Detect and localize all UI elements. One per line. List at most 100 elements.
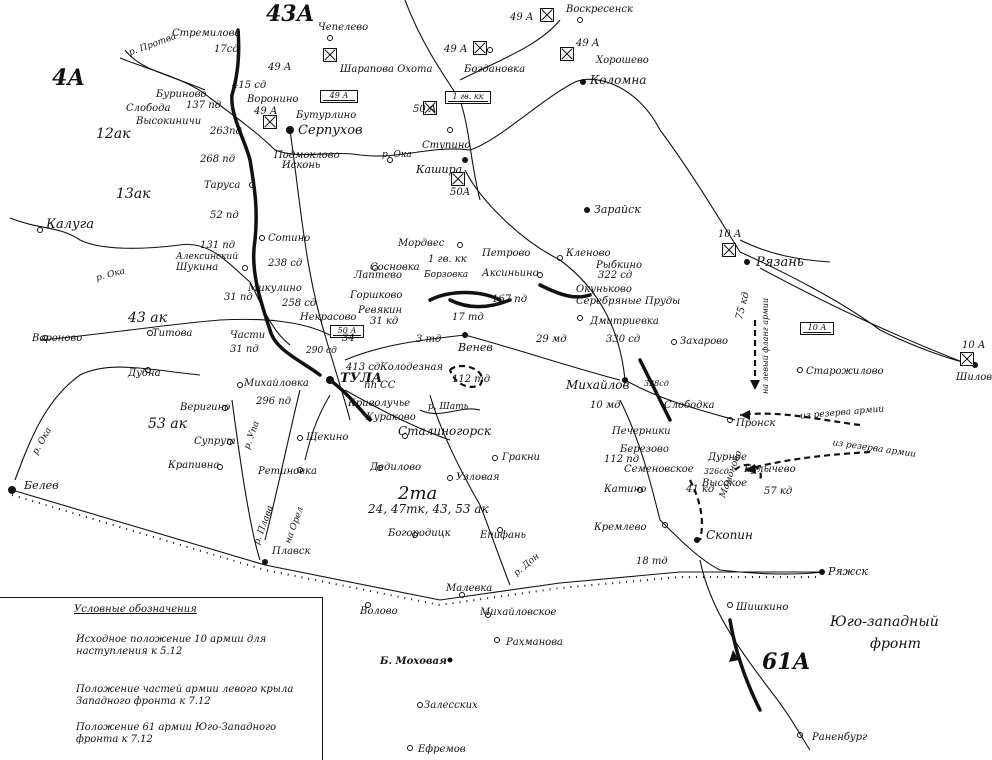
unit-label: пп СС bbox=[364, 380, 396, 391]
town-label: Дедилово bbox=[370, 462, 422, 473]
dashed-pos-112 bbox=[448, 364, 484, 388]
town-label: Кашира bbox=[416, 163, 463, 176]
town-label: Серпухов bbox=[298, 123, 363, 138]
town-label: Шишкино bbox=[736, 602, 789, 613]
corps-2ta: 2та bbox=[398, 483, 438, 504]
dashed-pos-57kd bbox=[734, 463, 762, 481]
town-label: Мордвес bbox=[398, 238, 445, 249]
unit-label: 1 гв. кк bbox=[428, 254, 467, 265]
town-label: Таруса bbox=[204, 180, 241, 191]
front-line-east bbox=[428, 290, 512, 309]
town-label: ТУЛА bbox=[340, 371, 383, 386]
unit-label: 290 сд bbox=[306, 346, 337, 356]
oka-river-southwest bbox=[14, 366, 201, 481]
army-61a: 61А bbox=[762, 649, 811, 675]
unit-label: 41 кд bbox=[686, 484, 715, 495]
hq-label: 49 А bbox=[576, 38, 600, 49]
railway-ryazan bbox=[739, 239, 831, 263]
unit-label: 238 сд bbox=[268, 258, 303, 269]
unit-label: 57 кд bbox=[764, 486, 793, 497]
hq-label: 49 А bbox=[444, 44, 468, 55]
railway-ranenburg bbox=[699, 559, 811, 751]
dashed-skopin bbox=[689, 479, 704, 541]
front-line-west bbox=[230, 28, 322, 377]
corps-2ta-units: 24, 47тк, 43, 53 ак bbox=[368, 502, 489, 516]
unit-label: 413 сд bbox=[346, 362, 381, 373]
unit-label: 415 сд bbox=[232, 80, 267, 91]
hq-marker bbox=[263, 115, 277, 129]
town-label: Алексинский bbox=[176, 252, 239, 262]
protva-river bbox=[124, 49, 206, 91]
shat-river bbox=[419, 408, 481, 415]
road-mikhaylov-pronsk bbox=[624, 379, 736, 421]
town-label: Кленово bbox=[566, 248, 611, 259]
town-label: Высокиничи bbox=[136, 116, 202, 127]
town-label: Дмитриевка bbox=[590, 316, 659, 327]
town-label: Рыбкино bbox=[596, 260, 642, 271]
town-label: Епифань bbox=[480, 530, 527, 541]
railway-belev-ryazhsk bbox=[11, 489, 822, 601]
legend-item-3: Положение 61 армии Юго-Западного фронта … bbox=[76, 722, 277, 745]
hq-marker bbox=[451, 172, 465, 186]
flag-49a: 49 А bbox=[320, 90, 358, 103]
town-label: Щекино bbox=[306, 432, 349, 443]
unit-label: 112 пд bbox=[604, 454, 640, 465]
unit-label: 34 bbox=[342, 333, 355, 344]
unit-label: 31 пд bbox=[224, 292, 253, 303]
town-label: Аксиньино bbox=[482, 268, 539, 279]
hq-marker bbox=[560, 47, 574, 61]
town-label: Сталиногорск bbox=[398, 424, 492, 438]
legend-item-2: Положение частей армии левого крыла Запа… bbox=[76, 684, 294, 707]
town-label: Исконь bbox=[282, 160, 321, 171]
legend-item-1: Исходное положение 10 армии для наступле… bbox=[76, 634, 267, 657]
front-line-tula bbox=[328, 378, 372, 422]
town-label: Михайлов bbox=[566, 378, 630, 392]
army-43a: 43А bbox=[266, 1, 315, 27]
town-label: Михайловка bbox=[244, 378, 309, 389]
unit-label: 131 пд bbox=[200, 240, 236, 251]
town-label: Малевка bbox=[446, 583, 493, 594]
town-label: Криволучье bbox=[348, 398, 411, 409]
unit-label: 296 пд bbox=[256, 396, 292, 407]
front-line-mikhaylov bbox=[538, 283, 592, 299]
town-label: Стремилово bbox=[172, 28, 241, 39]
town-label: Венев bbox=[458, 341, 493, 354]
unit-label: 263пд bbox=[210, 126, 242, 137]
hq-label: 49 А bbox=[510, 12, 534, 23]
unit-label: 17сд bbox=[214, 44, 239, 55]
unit-label: 330 сд bbox=[606, 334, 641, 345]
front-line-61a bbox=[728, 618, 762, 712]
town-label: Вороново bbox=[32, 333, 83, 344]
flag-50a: 50 А bbox=[330, 325, 364, 338]
town-label: Чепелево bbox=[318, 22, 369, 33]
river-label: р. Ока bbox=[382, 150, 412, 160]
corps-43ak: 43 ак bbox=[128, 310, 167, 326]
hq-label: 50 А bbox=[413, 104, 437, 115]
town-label: Подмоклово bbox=[274, 150, 340, 161]
unit-label: 137 пд bbox=[186, 100, 222, 111]
unit-label: Части bbox=[230, 330, 266, 341]
unit-label: 167 пд bbox=[492, 294, 528, 305]
oka-river bbox=[119, 57, 976, 366]
town-label: Шарапова Охота bbox=[340, 64, 433, 75]
unit-label: 268 пд bbox=[200, 154, 236, 165]
unit-label: 29 мд bbox=[536, 334, 567, 345]
unit-label: 328сд bbox=[644, 379, 669, 388]
town-label: Кремлево bbox=[594, 522, 647, 533]
town-label: Скопин bbox=[706, 528, 753, 542]
town-label: Катино bbox=[604, 484, 647, 495]
town-label: Ступино bbox=[422, 140, 471, 151]
railway-kolomna bbox=[459, 19, 561, 81]
corps-53ak: 53 ак bbox=[148, 416, 187, 432]
road-venev-mikhaylov bbox=[464, 334, 621, 381]
town-label: Шилово bbox=[956, 372, 992, 383]
unit-label: 17 тд bbox=[452, 312, 484, 323]
town-label: Дурное bbox=[708, 452, 747, 463]
town-label: Буриново bbox=[156, 89, 207, 100]
oka-river-west bbox=[9, 217, 291, 346]
town-label: Михайловское bbox=[480, 607, 557, 618]
town-label: Узловая bbox=[456, 472, 500, 483]
hq-label: 49 А bbox=[268, 62, 292, 73]
town-label: Булычево bbox=[744, 464, 796, 475]
town-label: Залесских bbox=[424, 700, 478, 711]
